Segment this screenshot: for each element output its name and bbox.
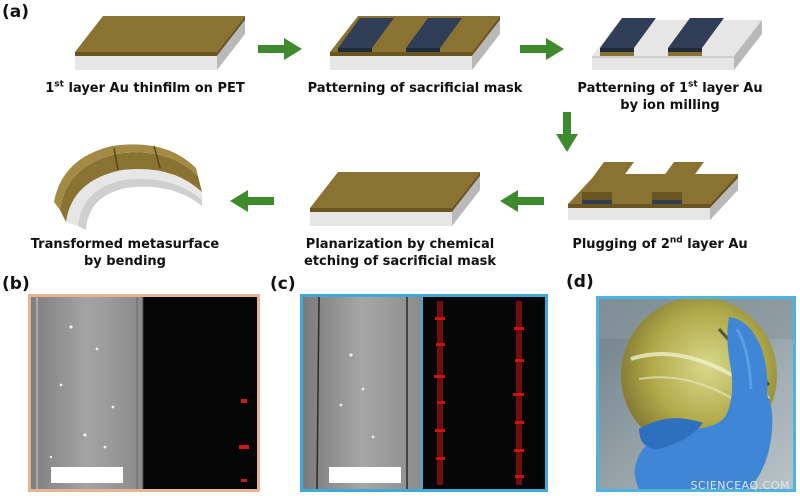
photo-d [596,296,796,492]
arrow-left-2 [228,190,274,212]
panel-label-b: (b) [2,274,30,294]
step6-caption: Transformed metasurface by bending [30,237,220,269]
watermark: SCIENCEAQ.COM [690,479,790,492]
panel-label-a: (a) [2,2,30,22]
step1-caption: 1st layer Au thinfilm on PET [45,79,245,96]
arrow-right-2 [520,38,566,60]
panel-label-d: (d) [566,272,594,292]
step3-caption: Patterning of 1st layer Au by ion millin… [577,79,763,113]
step4-illustration [568,160,748,222]
step4-caption: Plugging of 2nd layer Au [572,235,748,252]
arrow-left-1 [498,190,544,212]
micrograph-b [28,294,260,492]
step5-illustration [310,170,490,232]
step3-illustration [592,14,772,76]
step2-caption: Patterning of sacrificial mask [307,81,523,96]
arrow-right-1 [258,38,304,60]
arrow-down [556,112,578,154]
step6-illustration [52,140,222,230]
step5-caption: Planarization by chemical etching of sac… [304,237,496,269]
step2-illustration [330,14,510,76]
micrograph-c [300,294,548,492]
step1-illustration [75,14,255,76]
panel-label-c: (c) [270,274,296,294]
